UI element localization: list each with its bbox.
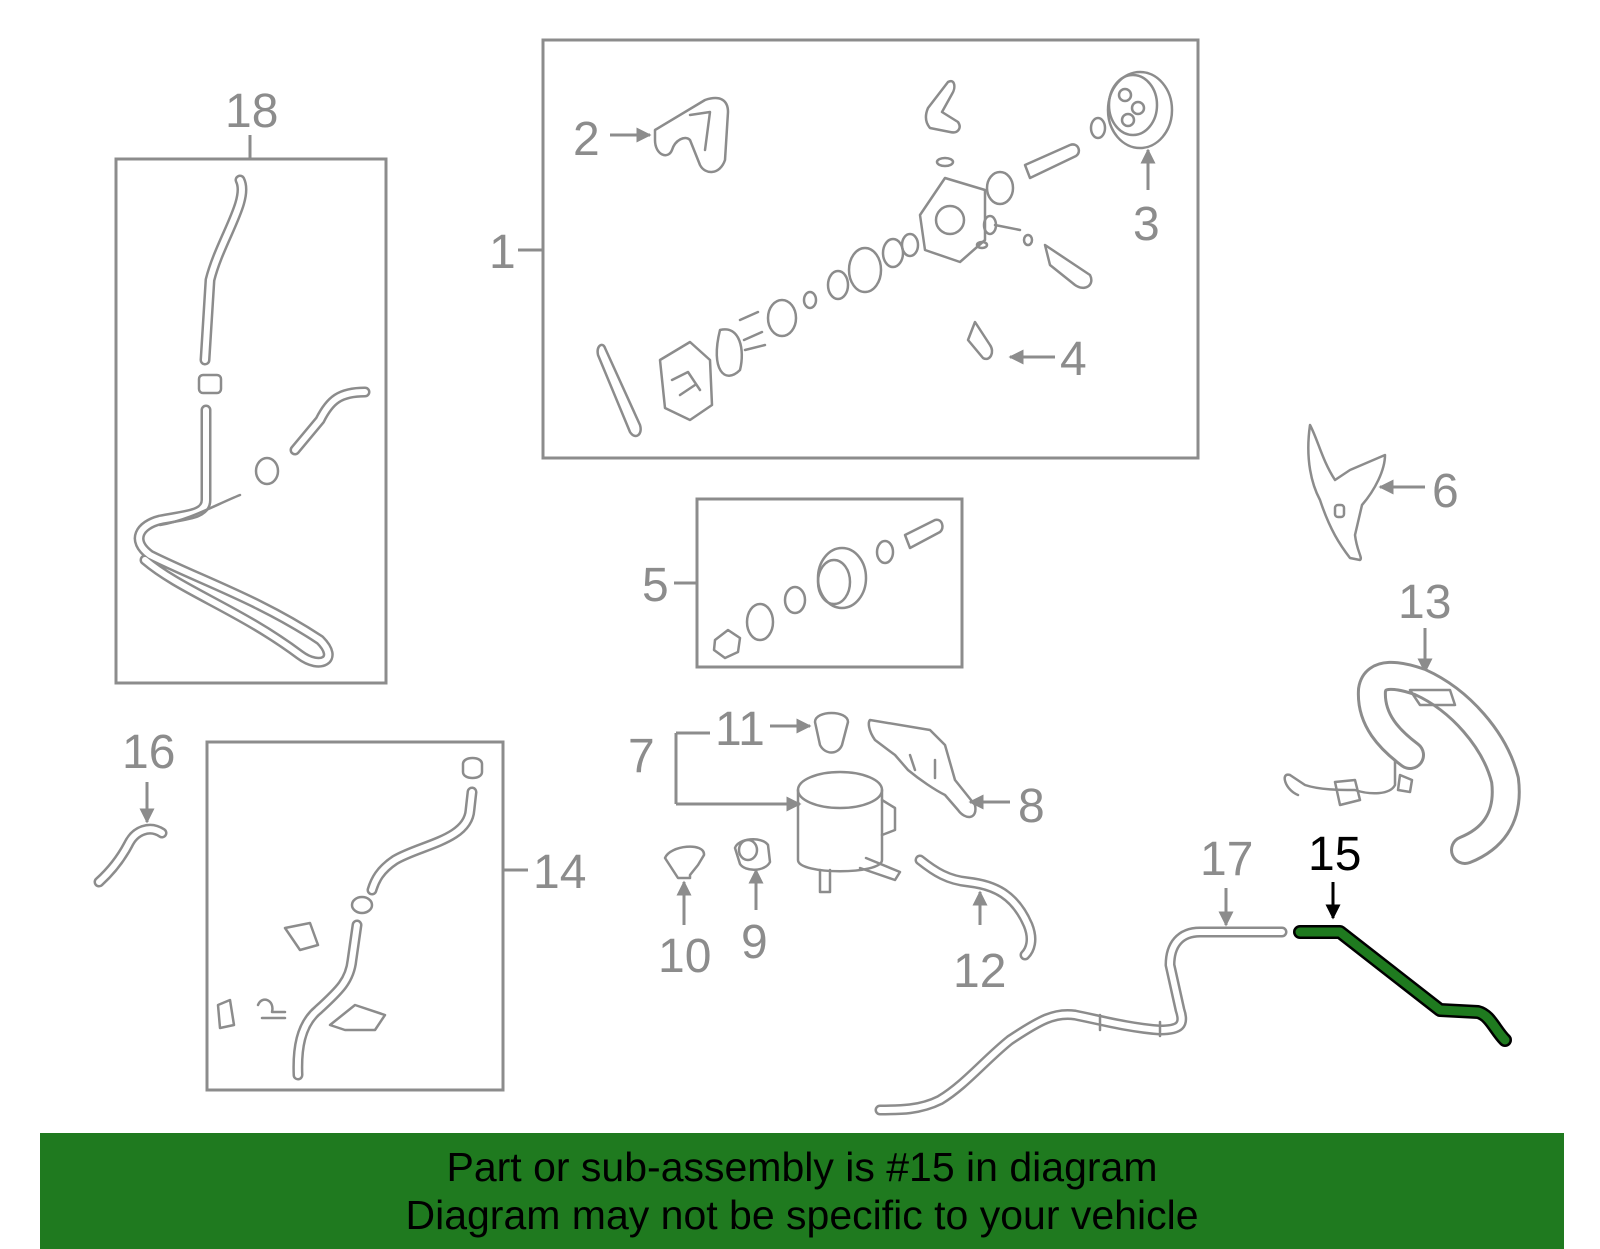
callout-5[interactable]: 5	[642, 559, 669, 612]
group-box-5	[695, 497, 964, 669]
part-6[interactable]: 6	[1307, 423, 1459, 562]
part-16[interactable]: 16	[93, 726, 175, 888]
part-9[interactable]: 9	[733, 838, 772, 969]
seal-kit-5	[712, 518, 944, 660]
part-15-highlighted[interactable]: 15	[1293, 828, 1512, 1047]
bracket-8	[867, 718, 977, 819]
callout-9[interactable]: 9	[741, 916, 768, 969]
pulley-3	[1089, 70, 1174, 150]
callout-6[interactable]: 6	[1432, 465, 1459, 518]
callout-7[interactable]: 7	[628, 730, 655, 783]
callout-1[interactable]: 1	[489, 226, 516, 279]
part-12[interactable]: 12	[914, 854, 1037, 998]
hose-15-fill	[1295, 927, 1510, 1045]
part-13[interactable]: 13	[1283, 576, 1521, 865]
pump-internals	[596, 79, 1093, 438]
callout-16[interactable]: 16	[122, 726, 175, 779]
part-17[interactable]: 17	[874, 833, 1288, 1116]
part-group-1[interactable]: 1 2 3	[489, 38, 1200, 460]
info-banner: Part or sub-assembly is #15 in diagram D…	[40, 1133, 1564, 1249]
part-group-18[interactable]: 18	[114, 85, 388, 685]
parts-diagram: 18 1 2 3	[93, 38, 1521, 1116]
banner-line-1: Part or sub-assembly is #15 in diagram	[446, 1144, 1158, 1190]
leader-bracket-7	[674, 731, 800, 804]
grommet-10	[663, 845, 706, 880]
callout-11[interactable]: 11	[715, 703, 765, 756]
bracket-6	[1307, 423, 1387, 562]
bracket-2	[653, 96, 730, 174]
callout-12[interactable]: 12	[953, 945, 1006, 998]
callout-8[interactable]: 8	[1018, 780, 1045, 833]
hose-assembly-18	[133, 174, 371, 668]
callout-10[interactable]: 10	[658, 930, 711, 983]
callout-14[interactable]: 14	[533, 846, 586, 899]
callout-2[interactable]: 2	[573, 113, 600, 166]
pipe-17	[874, 926, 1288, 1116]
cap-11	[813, 711, 850, 754]
part-8[interactable]: 8	[867, 718, 1045, 833]
pressure-hose-13	[1283, 660, 1521, 865]
reservoir-7	[796, 770, 902, 894]
part-10[interactable]: 10	[658, 845, 711, 983]
callout-18[interactable]: 18	[225, 85, 278, 138]
part-group-7[interactable]: 7 11	[628, 703, 902, 894]
banner-line-2: Diagram may not be specific to your vehi…	[405, 1192, 1199, 1238]
hose-assembly-14	[216, 756, 484, 1081]
callout-15[interactable]: 15	[1308, 828, 1361, 881]
callout-3[interactable]: 3	[1133, 198, 1160, 251]
callout-17[interactable]: 17	[1200, 833, 1253, 886]
callout-4[interactable]: 4	[1060, 333, 1087, 386]
group-box-14	[205, 740, 505, 1092]
callout-13[interactable]: 13	[1398, 576, 1451, 629]
part-group-14[interactable]: 14	[205, 740, 586, 1092]
part-group-5[interactable]: 5	[642, 497, 964, 669]
